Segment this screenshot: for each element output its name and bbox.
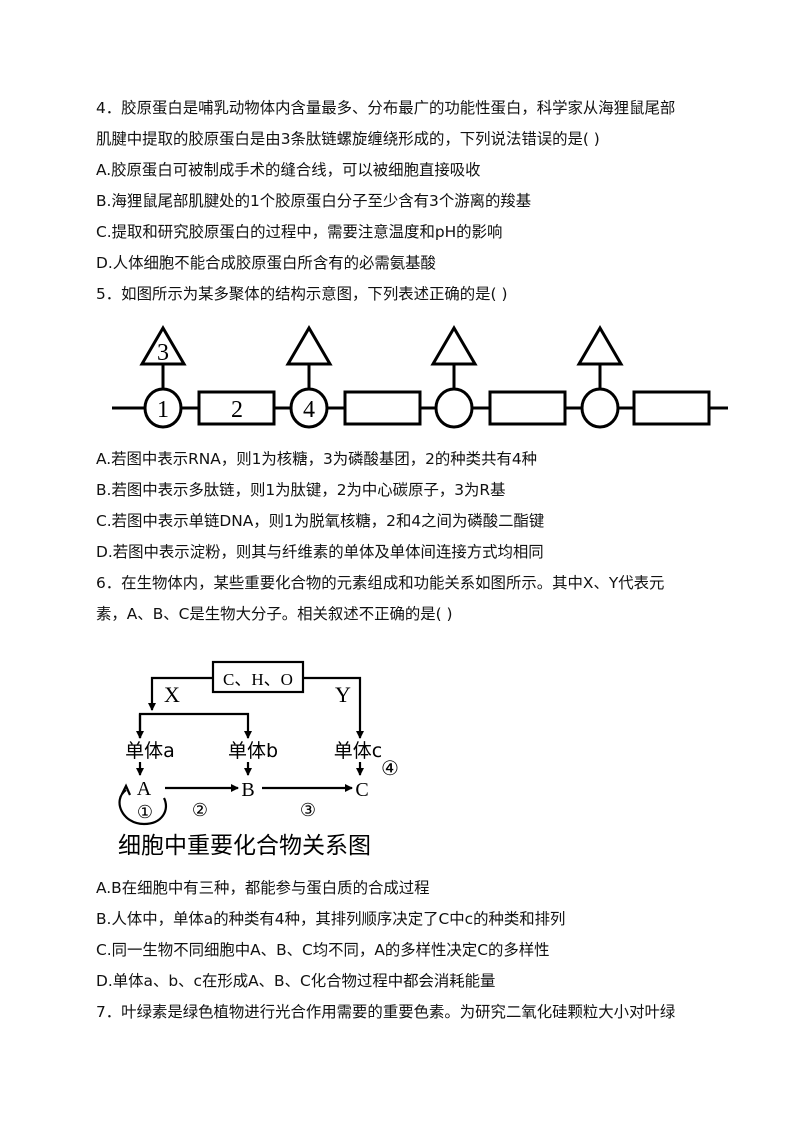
- q5-option-d: D.若图中表示淀粉，则其与纤维素的单体及单体间连接方式均相同: [96, 543, 544, 561]
- q6-option-a: A.B在细胞中有三种，都能参与蛋白质的合成过程: [96, 879, 430, 897]
- self-loop-arrow: [118, 789, 168, 826]
- label-b: B: [241, 779, 254, 801]
- label-y: Y: [335, 682, 351, 707]
- q6-stem-line1: 6．在生物体内，某些重要化合物的元素组成和功能关系如图所示。其中X、Y代表元: [96, 574, 665, 592]
- q5-stem: 5．如图所示为某多聚体的结构示意图，下列表述正确的是( ): [96, 285, 508, 303]
- monomer-a: 单体a: [125, 740, 175, 762]
- q4-option-d: D.人体细胞不能合成胶原蛋白所含有的必需氨基酸: [96, 254, 436, 272]
- q4-stem-line1: 4．胶原蛋白是哺乳动物体内含量最多、分布最广的功能性蛋白，科学家从海狸鼠尾部: [96, 99, 676, 117]
- q5-option-c: C.若图中表示单链DNA，则1为脱氧核糖，2和4之间为磷酸二酯键: [96, 512, 545, 530]
- q6-stem-line2: 素，A、B、C是生物大分子。相关叙述不正确的是( ): [96, 605, 453, 623]
- label-c: C: [355, 779, 368, 801]
- label-2: 2: [231, 397, 243, 423]
- process-4: ④: [381, 758, 399, 780]
- q5-option-a: A.若图中表示RNA，则1为核糖，3为磷酸基团，2的种类共有4种: [96, 450, 538, 468]
- label-a: A: [137, 778, 152, 800]
- process-2: ②: [192, 800, 208, 820]
- unit-4: [576, 325, 711, 429]
- unit-1: [139, 325, 276, 429]
- q6-option-c: C.同一生物不同细胞中A、B、C均不同，A的多样性决定C的多样性: [96, 941, 550, 959]
- unit-3: [430, 325, 567, 429]
- monomer-b: 单体b: [228, 740, 278, 762]
- q4-stem-line2: 肌腱中提取的胶原蛋白是由3条肽链螺旋缠绕形成的，下列说法错误的是( ): [96, 130, 600, 148]
- q4-option-a: A.胶原蛋白可被制成手术的缝合线，可以被细胞直接吸收: [96, 161, 481, 179]
- q7-stem-line1: 7．叶绿素是绿色植物进行光合作用需要的重要色素。为研究二氧化硅颗粒大小对叶绿: [96, 1003, 676, 1021]
- diagram-caption: 细胞中重要化合物关系图: [118, 833, 371, 859]
- q6-option-d: D.单体a、b、c在形成A、B、C化合物过程中都会消耗能量: [96, 972, 496, 990]
- q6-option-b: B.人体中，单体a的种类有4种，其排列顺序决定了C中c的种类和排列: [96, 910, 566, 928]
- process-1: ①: [137, 802, 153, 822]
- label-3: 3: [157, 340, 169, 366]
- label-x: X: [164, 682, 180, 707]
- elements-label: C、H、O: [223, 670, 293, 689]
- process-3: ③: [300, 800, 316, 820]
- label-4: 4: [303, 397, 315, 423]
- q4-option-b: B.海狸鼠尾部肌腱处的1个胶原蛋白分子至少含有3个游离的羧基: [96, 192, 532, 210]
- q5-option-b: B.若图中表示多肽链，则1为肽键，2为中心碳原子，3为R基: [96, 481, 506, 499]
- unit-2: [285, 325, 422, 429]
- label-1: 1: [157, 397, 169, 423]
- q4-option-c: C.提取和研究胶原蛋白的过程中，需要注意温度和pH的影响: [96, 223, 503, 241]
- monomer-c: 单体c: [334, 740, 382, 762]
